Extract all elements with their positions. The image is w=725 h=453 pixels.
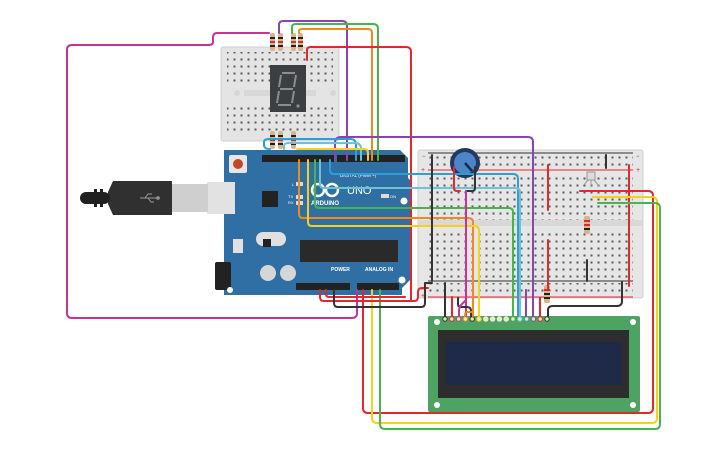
lcd-pin-e[interactable] [476, 316, 482, 322]
lcd-pin-db3[interactable] [503, 316, 509, 322]
digital-label: DIGITAL (PWM ~) [340, 173, 377, 178]
capacitor [280, 265, 296, 281]
resistor[interactable] [584, 216, 590, 234]
wire-red[interactable] [453, 166, 461, 192]
on-label: ON [390, 194, 396, 199]
wire-green[interactable] [291, 23, 379, 161]
lcd-pin-gnd[interactable] [442, 316, 448, 322]
resistor[interactable] [291, 33, 296, 51]
wire-green[interactable] [314, 159, 514, 317]
potentiometer[interactable] [450, 148, 480, 178]
seven-segment-display[interactable] [270, 65, 306, 112]
led-label-tx: TX [288, 194, 293, 199]
rail-plus-label: + [421, 293, 425, 300]
wire-black[interactable] [465, 166, 476, 192]
resistor[interactable] [270, 33, 275, 51]
lcd-pin-db0[interactable] [483, 316, 489, 322]
rail-minus-label: − [421, 287, 425, 293]
lcd-pin-v0[interactable] [455, 316, 462, 322]
resistor-group-top [270, 33, 303, 51]
uno-text: UNO [347, 185, 372, 197]
rail-minus-label: − [636, 154, 640, 160]
wire-orange[interactable] [298, 159, 474, 317]
wire-black[interactable] [547, 281, 623, 317]
usb-symbol-icon [140, 193, 160, 203]
wire-red[interactable] [325, 289, 406, 298]
wire-blue[interactable] [329, 159, 519, 317]
lcd-pin-vcc[interactable] [449, 316, 455, 322]
wire-blue[interactable] [263, 138, 357, 161]
led-label-l: L [292, 182, 295, 187]
usb-port [207, 182, 235, 214]
usb-cable[interactable] [80, 181, 235, 215]
wire-magenta[interactable] [66, 32, 358, 319]
rail-minus-label: − [422, 154, 426, 160]
atmega-chip [300, 240, 398, 262]
lcd-pin-led[interactable] [544, 316, 550, 322]
resistor[interactable] [278, 33, 283, 51]
wire-black[interactable] [333, 282, 433, 308]
lcd-pin-row [442, 316, 550, 322]
arduino-uno[interactable]: ARDUINO UNO DIGITAL (PWM ~) POWER ANALOG… [215, 150, 410, 295]
power-label: POWER [331, 267, 350, 273]
wire-cyan[interactable] [319, 159, 521, 317]
wire-red[interactable] [362, 190, 654, 414]
wire-purple[interactable] [334, 136, 534, 317]
lcd-pin-db7[interactable] [530, 316, 537, 322]
analog-header[interactable] [357, 283, 399, 290]
arduino-logo-text: ARDUINO [311, 201, 339, 207]
capacitor [260, 265, 276, 281]
wire-black[interactable] [457, 297, 472, 317]
digital-header-left[interactable] [262, 155, 334, 162]
lcd-pin-db4[interactable] [510, 316, 516, 322]
power-header[interactable] [296, 283, 350, 290]
rail-plus-label: + [421, 167, 425, 174]
lcd-screen [445, 342, 622, 385]
wire-red[interactable] [306, 46, 412, 301]
wire-red[interactable] [319, 287, 429, 302]
lcd-pin-rw[interactable] [469, 316, 475, 322]
lcd-pin-rs[interactable] [462, 316, 469, 322]
wire-yellow[interactable] [296, 148, 369, 161]
temperature-sensor[interactable] [582, 171, 600, 187]
wire-yellow[interactable] [307, 159, 480, 317]
lcd-pin-db1[interactable] [489, 316, 496, 322]
lcd-pin-led[interactable] [537, 316, 543, 322]
resistor[interactable] [298, 33, 303, 51]
lcd-16x2[interactable] [428, 316, 640, 412]
lcd-pin-db5[interactable] [517, 316, 523, 322]
lcd-pin-db2[interactable] [496, 316, 503, 322]
wire-orange[interactable] [298, 28, 373, 161]
segment-digit-glyph [276, 72, 297, 106]
arduino-logo-icon [310, 182, 340, 198]
analog-label: ANALOG IN [365, 267, 393, 273]
rail-plus-label: + [636, 167, 640, 174]
chip-small [262, 191, 278, 207]
wire-cyan[interactable] [283, 142, 362, 161]
power-jack[interactable] [215, 262, 231, 290]
wire-yellow[interactable] [371, 196, 658, 424]
potentiometer-wiper [464, 162, 473, 172]
lcd-pin-db6[interactable] [523, 316, 530, 322]
reset-button[interactable] [233, 159, 243, 169]
led-label-rx: RX [288, 200, 294, 205]
wire-green[interactable] [379, 202, 661, 430]
wire-magenta[interactable] [458, 299, 467, 317]
wire-orange[interactable] [464, 311, 474, 317]
